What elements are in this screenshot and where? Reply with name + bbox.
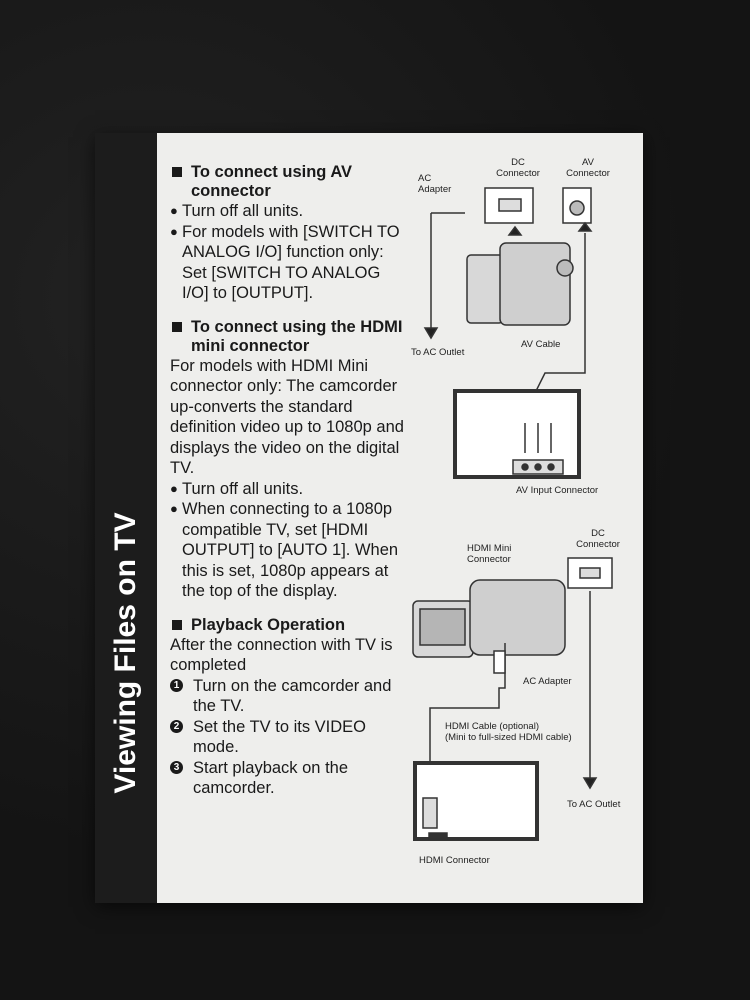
av-heading: To connect using AV connector [170,163,410,201]
dc-connector-label: DC Connector [496,157,540,179]
av-section: To connect using AV connector ● Turn off… [170,163,410,304]
square-bullet-icon [172,321,182,332]
hdmi-heading: To connect using the HDMI mini connector [170,318,410,356]
step-number: 3 [170,760,183,774]
hdmi-mini-connector-label: HDMI Mini Connector [467,543,512,565]
text-column: To connect using AV connector ● Turn off… [170,163,410,813]
bullet-icon: ● [170,203,178,218]
hdmi-connector-label: HDMI Connector [419,855,490,866]
bullet-icon: ● [170,223,178,239]
dc-connector-label-2: DC Connector [576,528,620,550]
to-ac-outlet-label-2: To AC Outlet [567,799,621,810]
list-item: ● For models with [SWITCH TO ANALOG I/O]… [170,222,400,303]
spine: Viewing Files on TV [95,133,157,903]
playback-intro: After the connection with TV is complete… [170,635,393,675]
step-number: 2 [170,719,183,733]
av-input-connector-label: AV Input Connector [516,485,599,496]
step-item: 2 Set the TV to its VIDEO mode. [170,717,410,758]
hdmi-section: To connect using the HDMI mini connector… [170,318,410,602]
av-connector-label: AV Connector [566,157,610,179]
step-number: 1 [170,678,183,692]
ac-adapter-label: AC Adapter [418,173,452,195]
hdmi-cable-note: (Mini to full-sized HDMI cable) [445,732,572,743]
bullet-icon: ● [170,480,178,496]
camcorder-illustration-hdmi [412,579,566,658]
square-bullet-icon [172,167,182,177]
playback-heading: Playback Operation [170,616,410,635]
av-cable-label: AV Cable [521,339,561,350]
to-ac-outlet-label: To AC Outlet [411,347,465,358]
playback-section: Playback Operation After the connection … [170,616,410,799]
hdmi-cable-label: HDMI Cable (optional) [445,721,539,732]
step-item: 3 Start playback on the camcorder. [170,758,410,799]
square-bullet-icon [172,619,182,630]
manual-page: Viewing Files on TV To connect using AV … [95,133,643,903]
step-item: 1 Turn on the camcorder and the TV. [170,676,410,717]
camcorder-illustration-av [466,242,574,326]
connection-diagrams [412,187,613,841]
ac-adapter-label-2: AC Adapter [523,676,572,687]
hdmi-cable [429,643,506,798]
bullet-icon: ● [170,501,178,516]
list-item: ● Turn off all units. [170,479,304,498]
list-item: ● When connecting to a 1080p compatible … [170,500,399,600]
hdmi-intro: For models with HDMI Mini connector only… [170,356,404,478]
list-item: ● Turn off all units. [170,202,304,220]
